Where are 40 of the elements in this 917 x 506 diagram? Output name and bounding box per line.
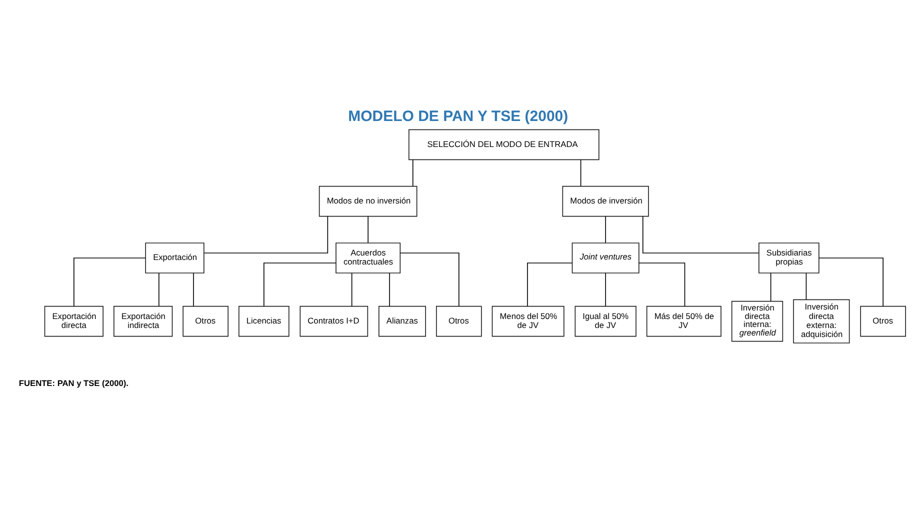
connector (204, 216, 328, 254)
connector (605, 216, 606, 244)
connector (818, 258, 884, 307)
connector (412, 159, 414, 187)
connector (351, 272, 352, 307)
connector (642, 216, 760, 254)
connector (580, 159, 582, 187)
caption: FUENTE: PAN y TSE (2000). (18, 378, 128, 388)
diagram-title: MODELO DE PAN Y TSE (2000) (348, 108, 568, 125)
node-box: Modos de inversión (562, 186, 649, 217)
node-box: Otros (860, 306, 906, 337)
node-box: Subsidiarias propias (758, 242, 820, 274)
connector (389, 272, 390, 307)
node-box: Más del 50% de JV (646, 306, 722, 337)
node-box: Licencias (238, 306, 290, 337)
node-box: SELECCIÓN DEL MODO DE ENTRADA (408, 129, 600, 160)
connector (605, 272, 606, 307)
connector (74, 258, 146, 307)
node-box: Acuerdos contractuales (336, 242, 401, 274)
node-box: Exportación directa (44, 306, 104, 337)
node-box: Exportación (145, 242, 204, 274)
connector (527, 262, 573, 307)
node-box: Inversión directa externa: adquisición (793, 299, 850, 344)
node-box: Igual al 50% de JV (574, 306, 636, 337)
node-box: Exportación indirecta (114, 306, 173, 337)
node-box: Otros (436, 306, 482, 337)
node-box: Inversión directa interna: greenfield (731, 300, 784, 342)
node-box: Joint ventures (572, 242, 640, 274)
node-box: Alianzas (378, 306, 426, 337)
node-box: Otros (182, 306, 228, 337)
connector (400, 252, 460, 307)
connector (770, 272, 772, 302)
node-box: Modos de no inversión (318, 186, 418, 217)
connector (264, 262, 336, 307)
connector (806, 272, 807, 300)
node-box: Menos del 50% de JV (492, 306, 564, 337)
connector (638, 262, 686, 307)
node-box: Contratos I+D (300, 306, 368, 337)
connector (158, 272, 160, 307)
connector (193, 272, 194, 307)
